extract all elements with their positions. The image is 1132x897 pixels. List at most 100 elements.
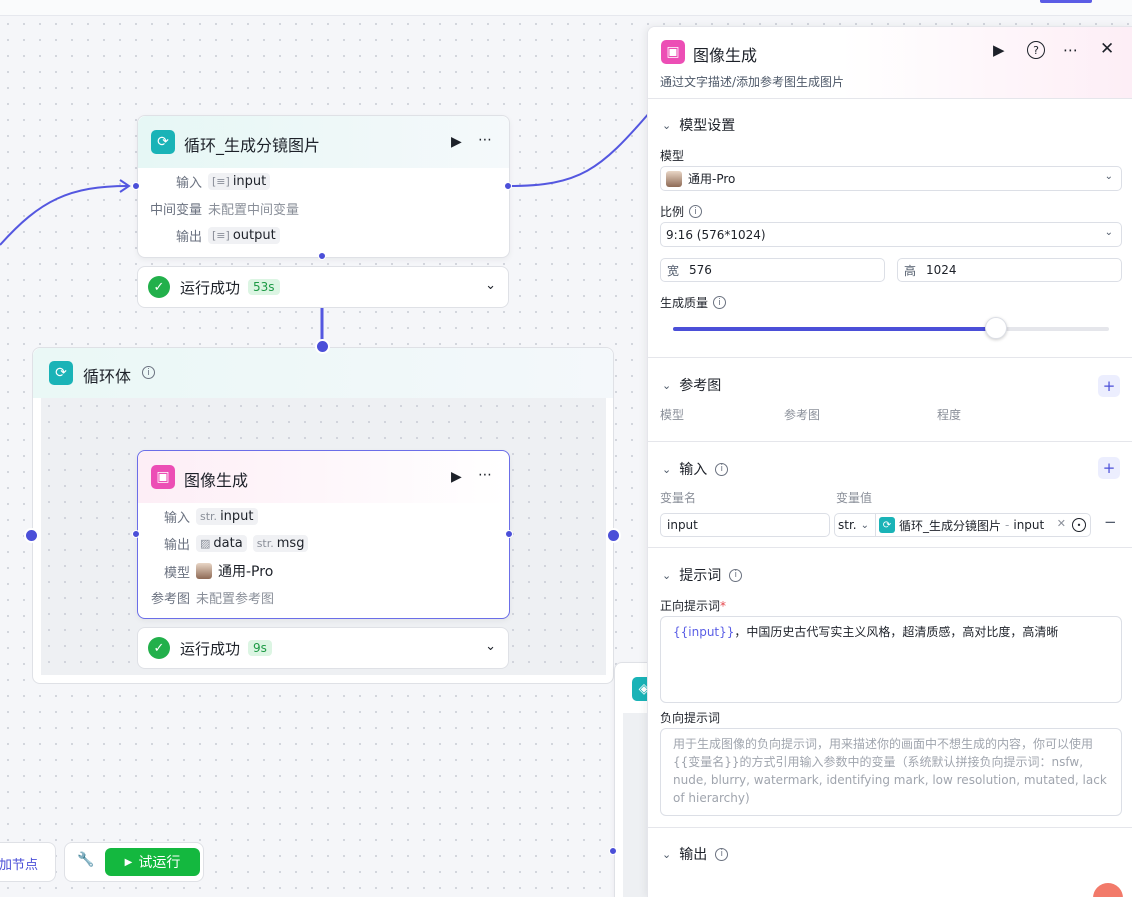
loop-input-label: 输入 [175, 176, 202, 191]
model-label: 模型 [660, 149, 685, 163]
add-node-button[interactable]: 加节点 [0, 858, 39, 873]
ratio-select[interactable]: 9:16 (576*1024) ⌄ [660, 222, 1122, 247]
negative-prompt-input[interactable]: 用于生成图像的负向提示词，用来描述你的画面中不想生成的内容，你可以使用{{变量名… [660, 728, 1122, 816]
loop-time-badge: 53s [248, 279, 280, 295]
loop-body-title: 循环体 [83, 367, 132, 386]
help-icon[interactable]: ? [1027, 41, 1045, 59]
more-icon[interactable]: ⋯ [478, 132, 492, 148]
image-input-value: input [220, 509, 254, 524]
wrench-icon[interactable]: 🔧 [77, 852, 95, 868]
image-output-msg: msg [276, 536, 305, 551]
info-icon[interactable]: i [715, 462, 729, 476]
partial-in-port[interactable] [609, 847, 617, 855]
loop-status-bar[interactable]: ✓ 运行成功 53s ⌄ [137, 266, 509, 308]
loop-icon: ⟳ [151, 130, 175, 154]
close-icon[interactable]: ✕ [1100, 39, 1115, 59]
image-output-tag-msg: str.msg [252, 535, 309, 552]
array-icon: [≡] [212, 175, 230, 188]
loop-bottom-port[interactable] [318, 252, 326, 260]
loop-body-top-port[interactable] [315, 339, 330, 354]
run-icon[interactable]: ▶ [993, 41, 1005, 59]
loop-body-left-port[interactable] [24, 528, 39, 543]
ref-col-degree: 程度 [937, 408, 962, 422]
divider [648, 547, 1132, 548]
quality-slider-thumb[interactable] [984, 317, 1007, 339]
info-icon[interactable]: i [689, 205, 703, 218]
clear-icon[interactable]: ✕ [1056, 517, 1066, 530]
remove-input-icon[interactable]: − [1104, 513, 1117, 531]
image-node[interactable]: ▣ 图像生成 ▶ ⋯ 输入 str.input 输出 ▨data str.msg… [137, 450, 510, 619]
loop-node[interactable]: ⟳ 循环_生成分镜图片 ▶ ⋯ 输入 [≡]input 中间变量 未配置中间变量… [137, 115, 510, 258]
more-icon[interactable]: ⋯ [1063, 41, 1078, 59]
run-node-button[interactable]: ▶ [451, 469, 462, 485]
positive-prompt-label: 正向提示词* [660, 597, 726, 614]
loop-body-right-port[interactable] [606, 528, 621, 543]
edge-arrow-loop-in [119, 179, 131, 193]
add-reference-button[interactable]: + [1098, 375, 1120, 397]
info-icon[interactable]: i [142, 366, 155, 379]
width-input[interactable]: 宽 576 [660, 258, 885, 282]
var-ref-field[interactable]: ⟳ 循环_生成分镜图片 - input ✕ • [875, 513, 1091, 537]
loop-icon: ⟳ [49, 361, 73, 385]
assistant-avatar[interactable] [1093, 883, 1123, 897]
chevron-down-icon[interactable]: ⌄ [485, 639, 496, 654]
section-reference[interactable]: ⌄ 参考图 [662, 375, 721, 395]
quality-label-text: 生成质量 [660, 296, 709, 310]
more-icon[interactable]: ⋯ [478, 467, 492, 483]
info-icon[interactable]: i [729, 568, 743, 582]
divider [648, 827, 1132, 828]
image-out-port[interactable] [505, 530, 513, 538]
section-model-settings[interactable]: ⌄模型设置 [662, 115, 735, 135]
reference-title: 参考图 [679, 378, 722, 394]
positive-prompt-input[interactable]: {{input}}，中国历史古代写实主义风格，超清质感，高对比度，高清晰 [660, 616, 1122, 703]
quality-label: 生成质量 i [660, 294, 727, 311]
image-in-port[interactable] [132, 530, 140, 538]
node-settings-panel[interactable]: ▣ 图像生成 通过文字描述/添加参考图生成图片 ▶ ? ⋯ ✕ ⌄模型设置 模型… [647, 26, 1132, 897]
run-node-button[interactable]: ▶ [451, 134, 462, 150]
loop-out-port[interactable] [504, 182, 512, 190]
loop-in-port[interactable] [132, 182, 140, 190]
add-node-bar[interactable]: 加节点 [0, 842, 56, 882]
height-value: 1024 [926, 263, 957, 277]
str-prefix: str. [256, 537, 274, 550]
chevron-down-icon[interactable]: ⌄ [485, 278, 496, 293]
loop-icon: ⟳ [879, 517, 895, 533]
variable-picker-icon[interactable]: • [1072, 518, 1086, 532]
add-input-button[interactable]: + [1098, 457, 1120, 479]
loop-input-row: 输入 [≡]input [144, 172, 271, 191]
ref-col-ref: 参考图 [784, 408, 821, 422]
image-status-text: 运行成功 [180, 639, 241, 658]
chevron-down-icon: ⌄ [1104, 227, 1113, 238]
var-type-select[interactable]: str. ⌄ [834, 513, 876, 537]
image-type-icon: ▨ [200, 537, 211, 550]
negative-prompt-label: 负向提示词 [660, 711, 721, 725]
height-input[interactable]: 高 1024 [897, 258, 1122, 282]
chevron-down-icon: ⌄ [662, 378, 672, 392]
quality-slider[interactable] [673, 317, 1109, 339]
panel-header: ▣ 图像生成 通过文字描述/添加参考图生成图片 ▶ ? ⋯ ✕ [648, 27, 1132, 99]
positive-label-text: 正向提示词 [660, 599, 721, 613]
loop-midvar-label: 中间变量 [149, 203, 202, 218]
var-name-input[interactable]: input [660, 513, 830, 537]
chevron-down-icon: ⌄ [1104, 171, 1113, 182]
info-icon[interactable]: i [713, 296, 727, 309]
var-name-value: input [667, 518, 698, 532]
info-icon[interactable]: i [715, 847, 729, 861]
image-time-badge: 9s [248, 640, 272, 656]
image-output-row: 输出 ▨data str.msg [132, 534, 309, 553]
chevron-down-icon: ⌄ [662, 118, 672, 132]
loop-output-tag: [≡]output [208, 227, 280, 244]
image-model-value: 通用-Pro [218, 564, 274, 580]
image-status-bar[interactable]: ✓ 运行成功 9s ⌄ [137, 627, 509, 669]
chevron-down-icon: ⌄ [662, 462, 672, 476]
loop-output-label: 输出 [175, 230, 202, 245]
model-select[interactable]: 通用-Pro ⌄ [660, 166, 1122, 191]
test-run-button[interactable]: ▶ 试运行 [105, 848, 200, 876]
edge-into-loop [0, 185, 129, 246]
quality-slider-fill [673, 327, 996, 331]
divider [648, 441, 1132, 442]
success-check-icon: ✓ [148, 276, 170, 298]
